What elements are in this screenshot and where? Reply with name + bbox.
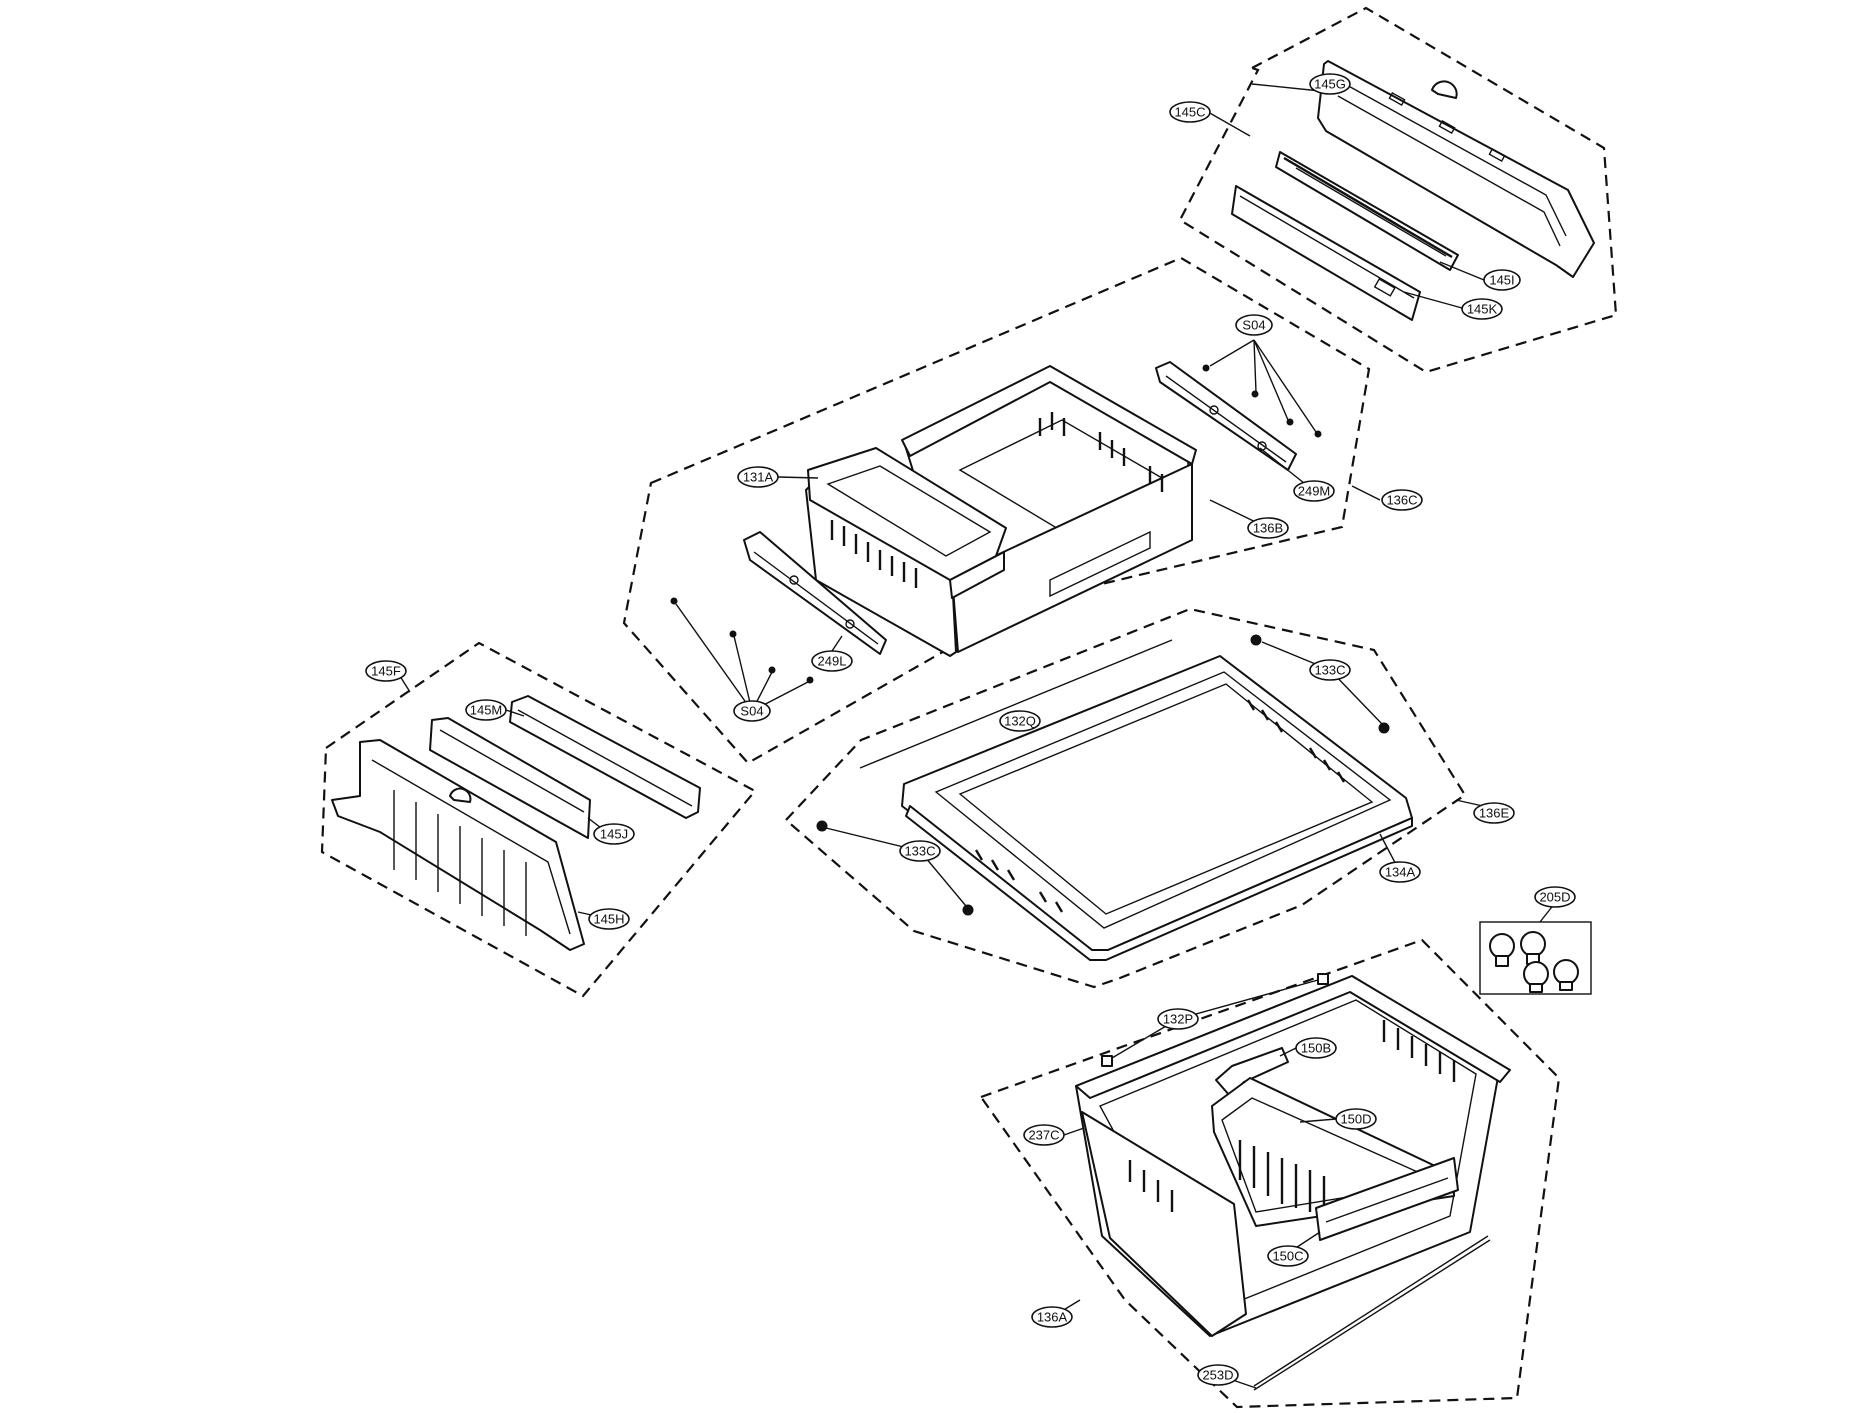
guide-249L	[743, 531, 887, 655]
callout-145I: 145I	[1483, 269, 1521, 291]
callout-249L: 249L	[811, 650, 853, 672]
callout-label: 150C	[1272, 1249, 1303, 1264]
callout-label: 131A	[743, 470, 774, 485]
handle-150C	[1315, 1157, 1459, 1241]
callout-136B: 136B	[1247, 517, 1289, 539]
callout-237C: 237C	[1023, 1124, 1065, 1146]
callout-134A: 134A	[1379, 861, 1421, 883]
callout-145M: 145M	[465, 699, 507, 721]
callout-132P: 132P	[1157, 1008, 1199, 1030]
callout-132Q: 132Q	[999, 710, 1041, 732]
callout-150B: 150B	[1295, 1037, 1337, 1059]
callout-label: 133C	[904, 844, 935, 859]
bracket-145H	[331, 739, 585, 951]
callout-label: 145I	[1489, 273, 1514, 288]
group-136A-outline	[979, 938, 1561, 1409]
callout-133C-bottom: 133C	[899, 840, 941, 862]
callout-label: 145C	[1174, 105, 1205, 120]
clip-132P	[1101, 973, 1329, 1067]
callout-label: 145G	[1314, 77, 1346, 92]
slide-rail-145K	[1231, 185, 1421, 321]
screws-s04-top	[1202, 364, 1322, 438]
group-136E-outline	[784, 607, 1467, 989]
callout-145G: 145G	[1309, 73, 1351, 95]
callout-s04-bottom: S04	[733, 700, 771, 722]
callout-label: S04	[740, 704, 763, 719]
bin-131A	[807, 447, 1007, 599]
rail-145M	[509, 695, 701, 819]
caps-205D-box	[1479, 921, 1592, 995]
callout-label: 145F	[371, 664, 401, 679]
callout-136E: 136E	[1473, 802, 1515, 824]
callout-label: 136E	[1479, 806, 1510, 821]
screws-s04-bottom	[670, 597, 814, 684]
callout-label: 145K	[1467, 302, 1498, 317]
callout-145H: 145H	[588, 908, 630, 930]
callout-label: 133C	[1314, 663, 1345, 678]
callout-label: 145J	[600, 827, 628, 842]
callout-136A: 136A	[1031, 1306, 1073, 1328]
callout-label: 249M	[1298, 484, 1331, 499]
callout-253D: 253D	[1197, 1364, 1239, 1386]
rail-bracket-145G	[1317, 60, 1595, 278]
callout-label: 249L	[818, 654, 847, 669]
callout-133C-top: 133C	[1309, 659, 1351, 681]
callout-131A: 131A	[737, 466, 779, 488]
callout-label: 136C	[1386, 493, 1417, 508]
callout-label: 253D	[1202, 1368, 1233, 1383]
callout-label: 134A	[1385, 865, 1416, 880]
callout-label: 237C	[1028, 1128, 1059, 1143]
callout-150C: 150C	[1267, 1245, 1309, 1267]
callout-145J: 145J	[593, 823, 635, 845]
basket-237C	[1075, 975, 1511, 1337]
group-145C-outline	[1178, 6, 1618, 374]
callout-205D: 205D	[1534, 886, 1576, 908]
callout-145C: 145C	[1169, 101, 1211, 123]
callout-249M: 249M	[1293, 480, 1335, 502]
wire-132Q	[859, 639, 1173, 769]
callout-145F: 145F	[365, 660, 407, 682]
callout-label: 150D	[1340, 1112, 1371, 1127]
callout-136C: 136C	[1381, 489, 1423, 511]
callout-label: 205D	[1539, 890, 1570, 905]
callout-label: 136B	[1253, 521, 1283, 536]
callout-label: 145M	[470, 703, 503, 718]
callout-s04-top: S04	[1235, 314, 1273, 336]
rod-253D	[1253, 1235, 1491, 1391]
shelf-134A	[901, 655, 1413, 961]
callout-label: 132Q	[1004, 714, 1036, 729]
callout-150D: 150D	[1335, 1108, 1377, 1130]
callout-tags: 145C 145G 145I 145K S04 131A 249M 136C 1…	[365, 73, 1576, 1386]
callout-label: 150B	[1301, 1041, 1331, 1056]
group-145F-outline	[320, 641, 757, 998]
caps-205D	[1489, 931, 1579, 993]
callout-label: S04	[1242, 318, 1265, 333]
callout-145K: 145K	[1461, 298, 1503, 320]
callout-label: 132P	[1163, 1012, 1193, 1027]
slide-rail-145I	[1275, 151, 1459, 271]
callout-label: 136A	[1037, 1310, 1068, 1325]
callout-label: 145H	[593, 912, 624, 927]
group-136C-outline	[622, 256, 1371, 765]
caps-133C	[816, 634, 1390, 916]
